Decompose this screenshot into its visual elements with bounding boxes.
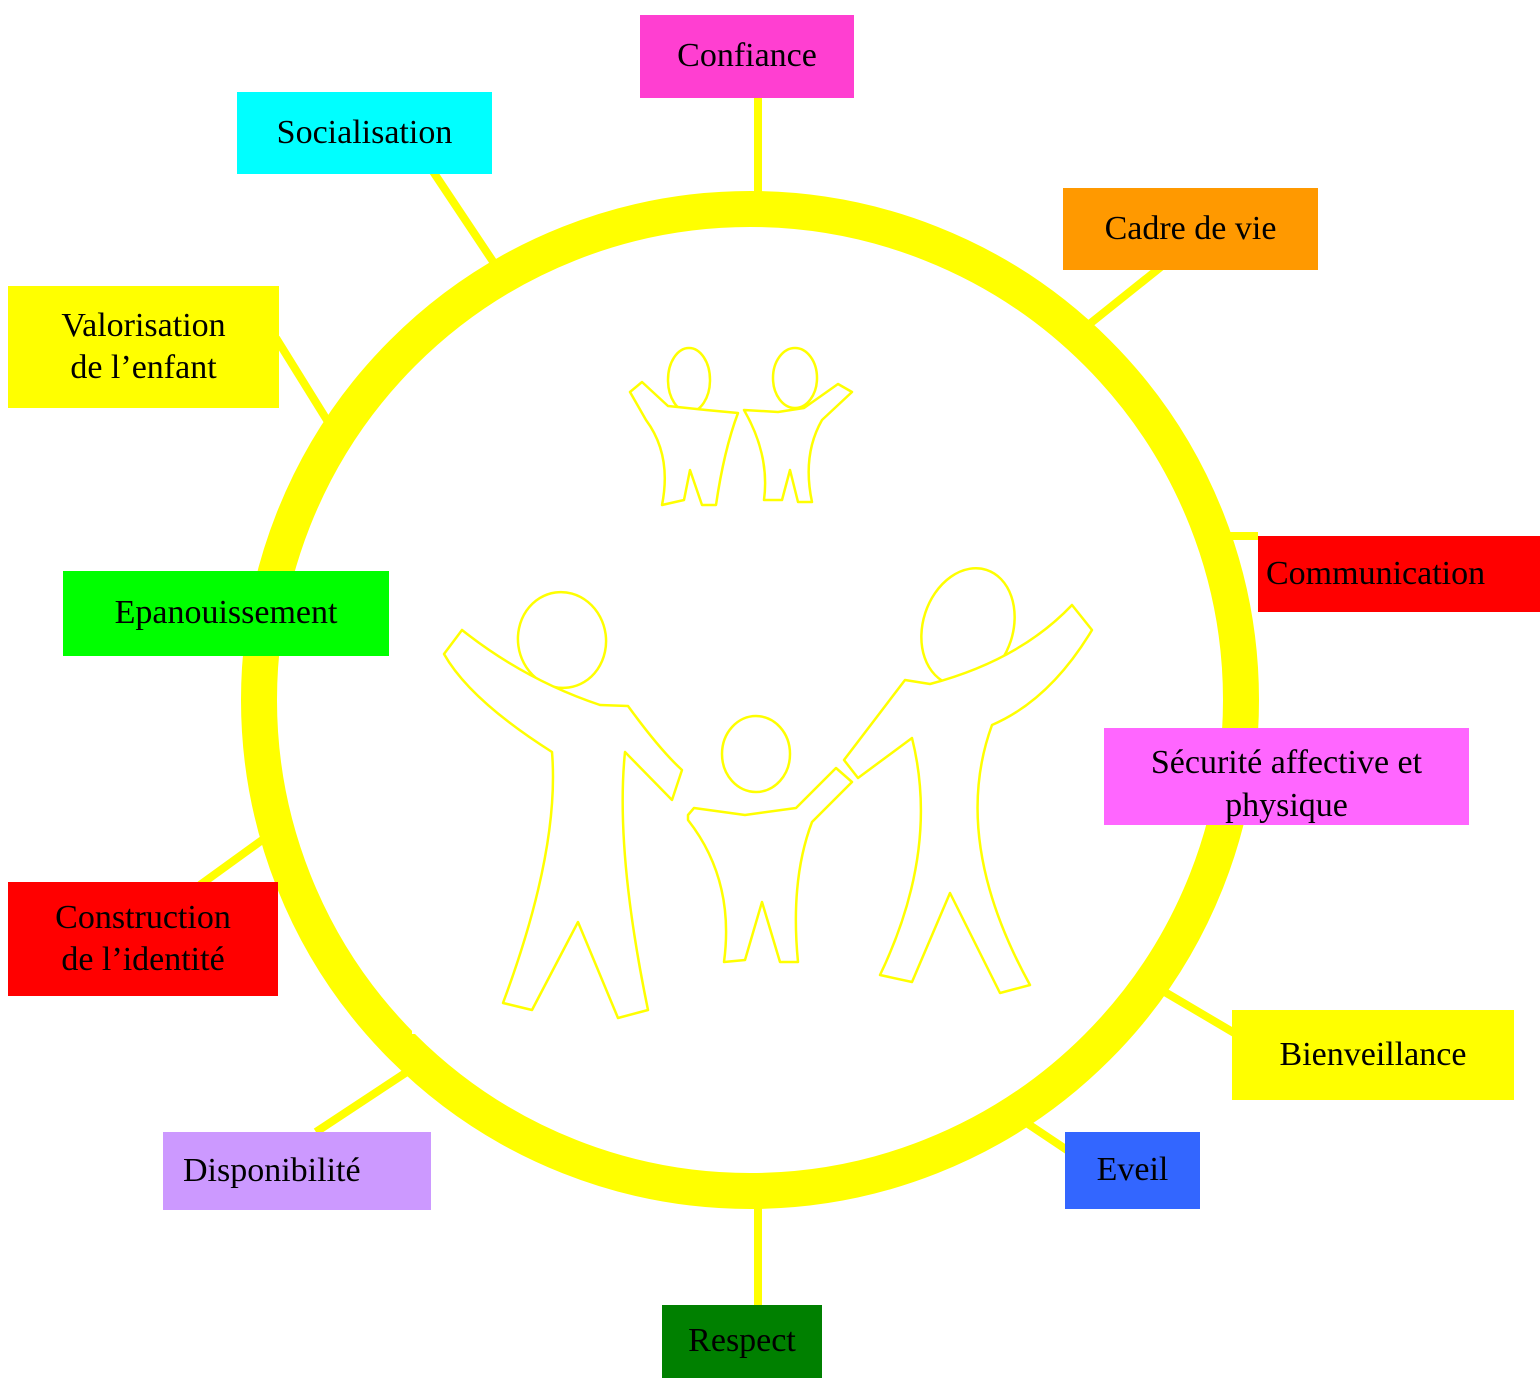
label-text: Valorisation (61, 306, 226, 344)
small-child-left-icon (628, 346, 740, 507)
left-adult-icon (442, 590, 684, 1020)
label-text: Epanouissement (114, 594, 338, 632)
ring-gap (412, 1014, 432, 1034)
family-icon (442, 346, 1094, 1020)
connector-disponibilite (313, 1062, 419, 1136)
label-text: de l’identité (61, 941, 225, 978)
label-communication: Communication (1258, 536, 1540, 612)
right-adult-icon (842, 567, 1094, 995)
label-securite: Sécurité affective et physique (1104, 728, 1469, 825)
connector-construction (197, 834, 268, 889)
label-respect: Respect (662, 1305, 822, 1378)
connector-valorisation (272, 335, 334, 428)
small-child-right-icon (742, 346, 854, 504)
label-disponibilite: Disponibilité (163, 1132, 431, 1210)
label-text: Disponibilité (183, 1151, 361, 1189)
connector-bienveillance (1155, 984, 1239, 1038)
label-cadre-de-vie: Cadre de vie (1063, 188, 1318, 270)
label-text: Socialisation (276, 113, 453, 151)
label-text: Confiance (677, 37, 817, 75)
label-socialisation: Socialisation (237, 92, 492, 174)
label-text: Bienveillance (1279, 1035, 1467, 1073)
label-text: physique (1225, 786, 1348, 824)
label-text: Construction (55, 898, 231, 936)
label-valorisation: Valorisation de l’enfant (8, 286, 279, 408)
label-text: Eveil (1096, 1151, 1169, 1189)
label-eveil: Eveil (1065, 1132, 1200, 1209)
label-text: Cadre de vie (1104, 209, 1277, 247)
connector-socialisation (428, 167, 504, 275)
label-text: Sécurité affective et (1150, 744, 1423, 781)
label-confiance: Confiance (640, 15, 854, 98)
label-construction: Construction de l’identité (8, 882, 278, 996)
label-epanouissement: Epanouissement (63, 571, 389, 656)
label-text: Communication (1266, 554, 1486, 592)
ring (241, 191, 1259, 1209)
connector-cadre (1079, 262, 1165, 334)
middle-child-icon (686, 714, 854, 964)
label-text: de l’enfant (70, 349, 217, 386)
label-text: Respect (688, 1322, 796, 1360)
label-bienveillance: Bienveillance (1232, 1010, 1514, 1100)
